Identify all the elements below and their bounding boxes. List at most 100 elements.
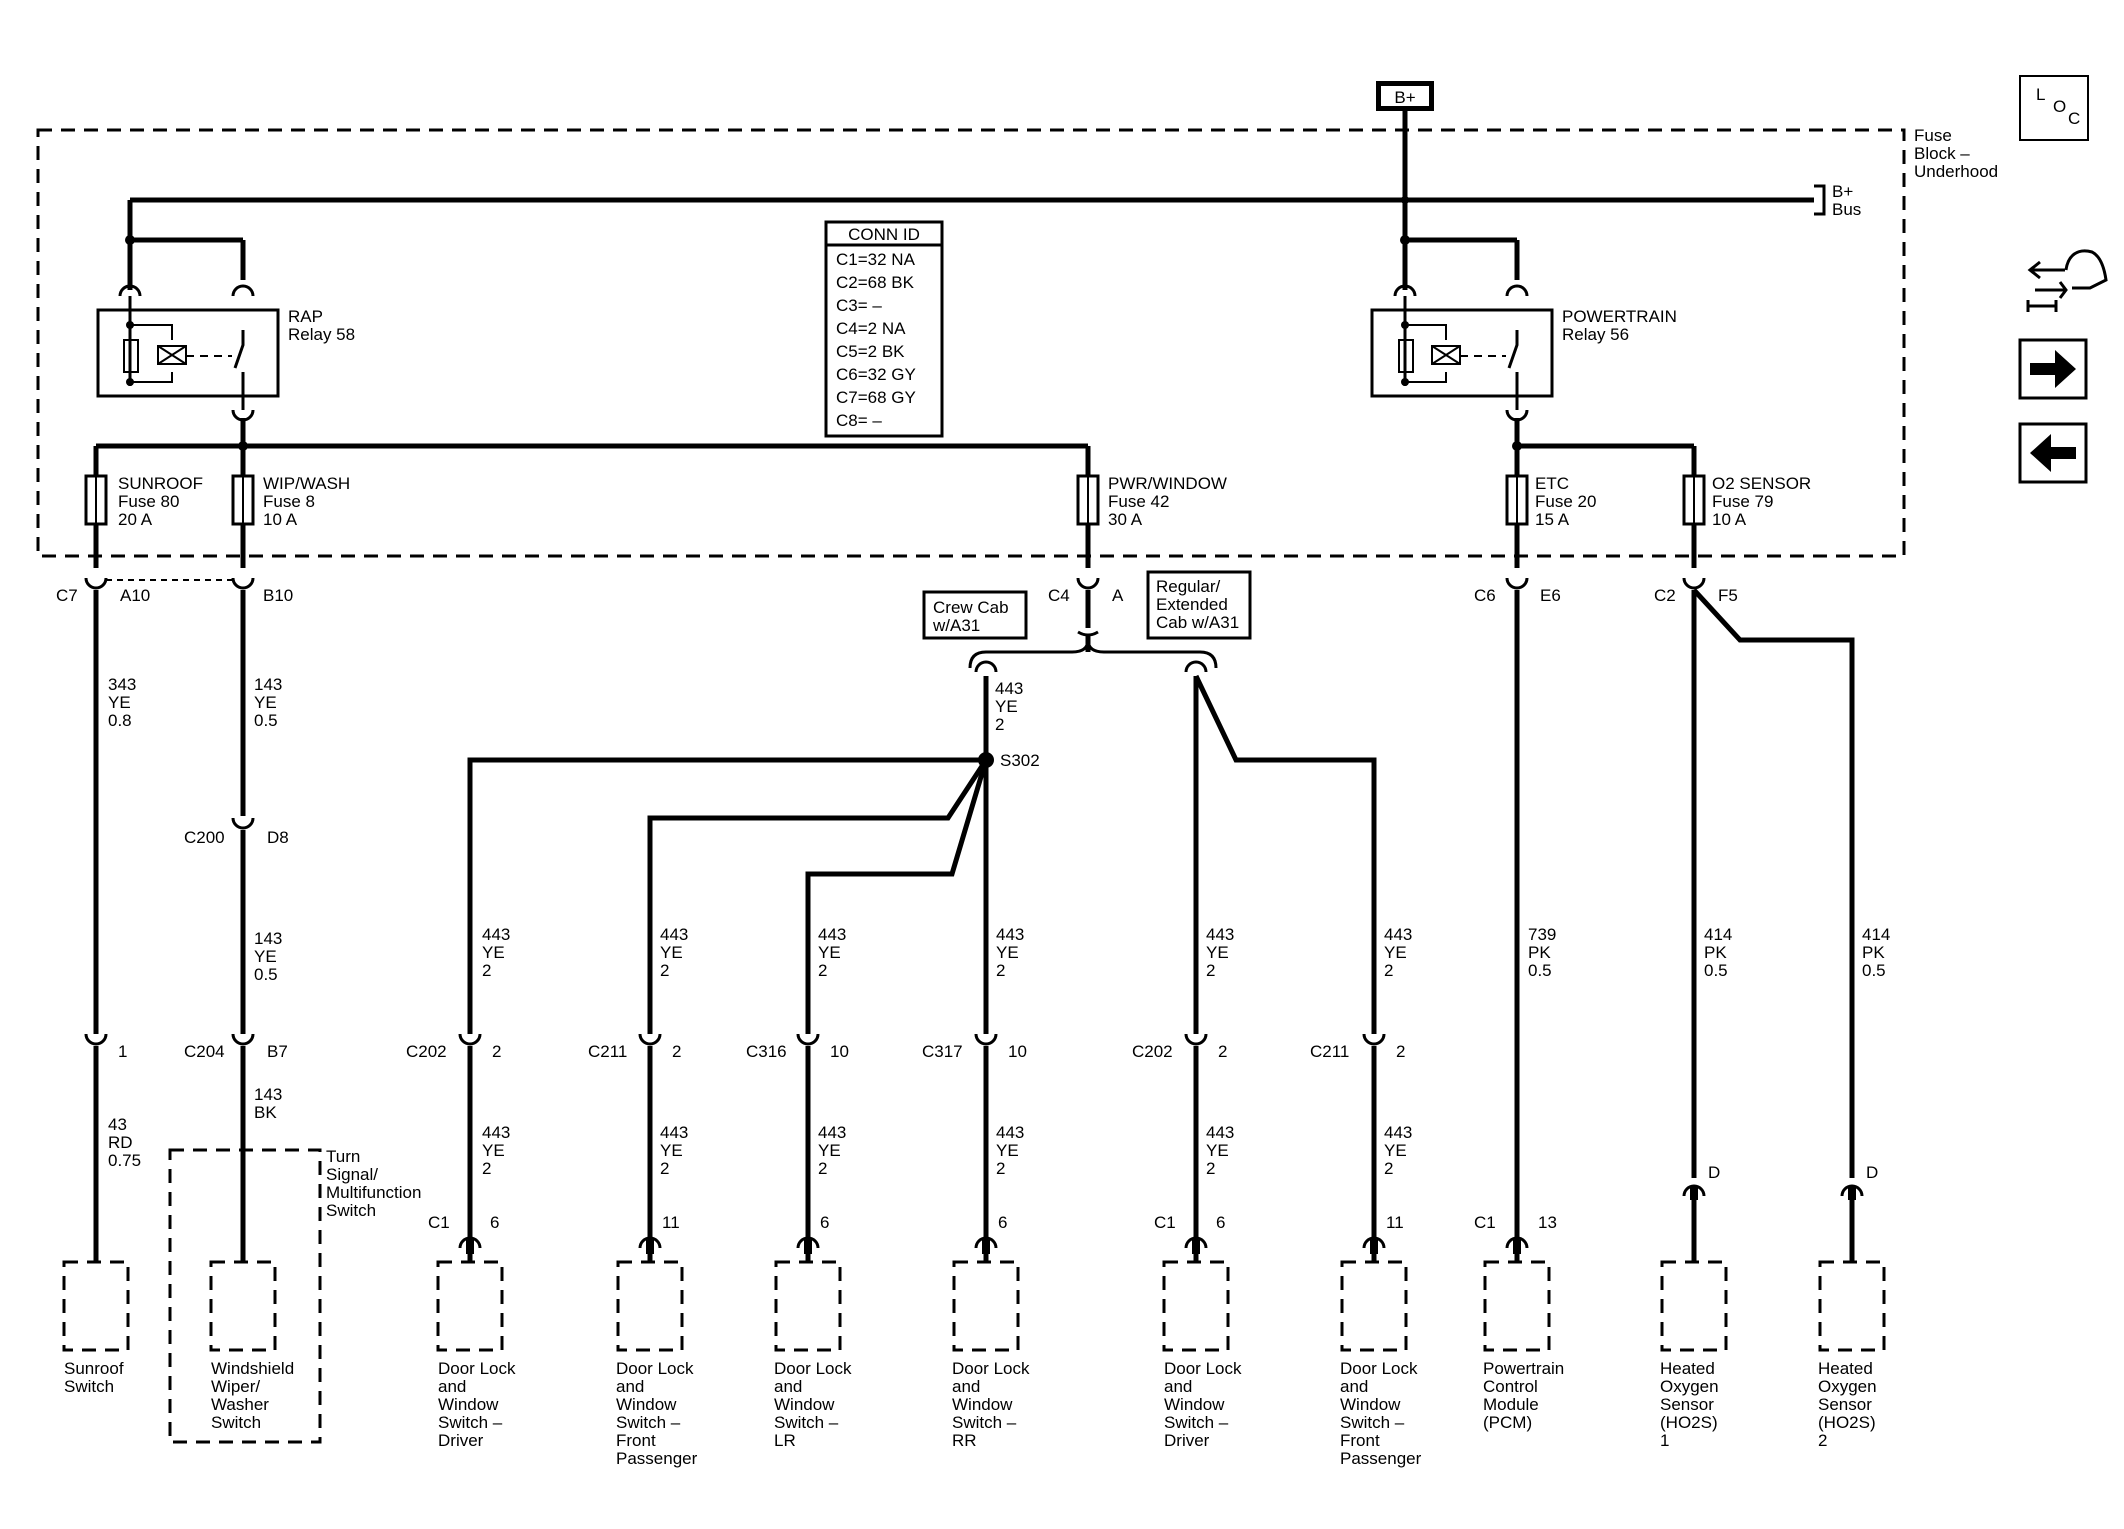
- fuse-sunroof: SUNROOF Fuse 80 20 A: [84, 474, 203, 529]
- fuse-name: SUNROOF: [118, 474, 203, 493]
- svg-text:Windshield: Windshield: [211, 1359, 294, 1378]
- connector-c200: C200 D8: [184, 817, 289, 847]
- arrow-left-icon[interactable]: [2018, 422, 2088, 484]
- svg-text:0.5: 0.5: [1528, 961, 1552, 980]
- svg-text:and: and: [438, 1377, 466, 1396]
- svg-text:D: D: [1866, 1163, 1878, 1182]
- loc-letter-1: L: [2036, 85, 2045, 104]
- wire-label-wiper-mid: 143 YE 0.5: [254, 929, 282, 984]
- component-windshield-wiper-switch: Windshield Wiper/ Washer Switch: [209, 1260, 294, 1432]
- wire-label-door-low-2: 443 YE 2: [660, 1123, 688, 1178]
- fuse-rating: 20 A: [118, 510, 153, 529]
- svg-text:0.5: 0.5: [254, 711, 278, 730]
- svg-text:PK: PK: [1528, 943, 1551, 962]
- svg-text:B7: B7: [267, 1042, 288, 1061]
- svg-text:2: 2: [482, 961, 491, 980]
- wrench-vehicle-icon[interactable]: [2026, 249, 2108, 312]
- svg-text:Switch –: Switch –: [774, 1413, 839, 1432]
- turn-signal-switch-label: Turn Signal/ Multifunction Switch: [326, 1147, 421, 1220]
- svg-text:2: 2: [995, 715, 1004, 734]
- svg-text:C317: C317: [922, 1042, 963, 1061]
- component-door-switch-driver: Door Lock and Window Switch – Driver: [436, 1260, 516, 1450]
- arrow-right-icon[interactable]: [2018, 338, 2088, 400]
- svg-text:YE: YE: [482, 1141, 505, 1160]
- svg-text:BK: BK: [254, 1103, 277, 1122]
- svg-text:Door Lock: Door Lock: [1164, 1359, 1242, 1378]
- svg-text:C1: C1: [1154, 1213, 1176, 1232]
- connector-label: C2: [1654, 586, 1676, 605]
- svg-text:Heated: Heated: [1818, 1359, 1873, 1378]
- svg-text:2: 2: [482, 1159, 491, 1178]
- svg-text:6: 6: [998, 1213, 1007, 1232]
- connector-c6: C6 E6: [1474, 577, 1561, 605]
- svg-text:(HO2S): (HO2S): [1818, 1413, 1876, 1432]
- svg-text:1: 1: [1660, 1431, 1669, 1450]
- svg-text:Front: Front: [616, 1431, 656, 1450]
- wire-label-sunroof: 343 YE 0.8: [108, 675, 136, 730]
- svg-text:Wiper/: Wiper/: [211, 1377, 260, 1396]
- conn-id-row: C2=68 BK: [836, 273, 915, 292]
- svg-text:443: 443: [660, 925, 688, 944]
- fuse-name: PWR/WINDOW: [1108, 474, 1227, 493]
- svg-text:143: 143: [254, 1085, 282, 1104]
- wire-label-door-3: 443 YE 2: [818, 925, 846, 980]
- svg-text:and: and: [774, 1377, 802, 1396]
- svg-text:10: 10: [1008, 1042, 1027, 1061]
- conn-id-row: C7=68 GY: [836, 388, 916, 407]
- battery-source: B+: [1376, 81, 1434, 111]
- bus-label: B+ Bus: [1832, 182, 1861, 219]
- svg-text:443: 443: [996, 1123, 1024, 1142]
- connector-label: C6: [1474, 586, 1496, 605]
- svg-text:YE: YE: [1384, 1141, 1407, 1160]
- svg-text:PK: PK: [1862, 943, 1885, 962]
- svg-text:443: 443: [482, 925, 510, 944]
- svg-text:PK: PK: [1704, 943, 1727, 962]
- wire-label-sunroof-low: 43 RD 0.75: [108, 1115, 141, 1170]
- svg-text:Regular/: Regular/: [1156, 577, 1221, 596]
- svg-text:2: 2: [672, 1042, 681, 1061]
- fuse-number: Fuse 20: [1535, 492, 1596, 511]
- svg-text:C316: C316: [746, 1042, 787, 1061]
- component-door-switch-front-passenger-reg: Door Lock and Window Switch – Front Pass…: [1340, 1260, 1422, 1468]
- svg-text:C1: C1: [1474, 1213, 1496, 1232]
- svg-text:739: 739: [1528, 925, 1556, 944]
- svg-text:143: 143: [254, 929, 282, 948]
- svg-text:B+: B+: [1832, 182, 1853, 201]
- svg-text:Turn: Turn: [326, 1147, 360, 1166]
- loc-icon[interactable]: L O C: [2019, 75, 2089, 141]
- rap-relay-name: RAP: [288, 307, 323, 326]
- svg-text:Multifunction: Multifunction: [326, 1183, 421, 1202]
- svg-text:Door Lock: Door Lock: [774, 1359, 852, 1378]
- powertrain-relay: POWERTRAIN Relay 56: [1370, 235, 1677, 422]
- svg-text:443: 443: [660, 1123, 688, 1142]
- svg-text:Driver: Driver: [1164, 1431, 1210, 1450]
- svg-text:C200: C200: [184, 828, 225, 847]
- pin-label: F5: [1718, 586, 1738, 605]
- svg-text:Switch: Switch: [64, 1377, 114, 1396]
- conn-id-row: C5=2 BK: [836, 342, 905, 361]
- connector-c2: C2 F5: [1654, 577, 1738, 605]
- svg-text:Front: Front: [1340, 1431, 1380, 1450]
- svg-text:11: 11: [1386, 1213, 1404, 1232]
- svg-text:0.75: 0.75: [108, 1151, 141, 1170]
- svg-text:YE: YE: [660, 1141, 683, 1160]
- conn-id-title: CONN ID: [848, 225, 920, 244]
- fuse-number: Fuse 80: [118, 492, 179, 511]
- svg-text:C211: C211: [588, 1042, 627, 1061]
- svg-text:and: and: [1164, 1377, 1192, 1396]
- rap-relay: RAP Relay 58: [96, 200, 355, 422]
- svg-text:13: 13: [1538, 1213, 1557, 1232]
- svg-text:C202: C202: [1132, 1042, 1173, 1061]
- svg-text:Switch –: Switch –: [1164, 1413, 1229, 1432]
- svg-text:Window: Window: [1340, 1395, 1401, 1414]
- svg-text:C1: C1: [428, 1213, 450, 1232]
- svg-text:C204: C204: [184, 1042, 225, 1061]
- svg-text:6: 6: [820, 1213, 829, 1232]
- svg-text:LR: LR: [774, 1431, 796, 1450]
- svg-text:443: 443: [995, 679, 1023, 698]
- svg-text:2: 2: [1384, 961, 1393, 980]
- wire-label-o2-2: 414 PK 0.5: [1862, 925, 1890, 980]
- svg-text:Sensor: Sensor: [1818, 1395, 1872, 1414]
- svg-text:Door Lock: Door Lock: [616, 1359, 694, 1378]
